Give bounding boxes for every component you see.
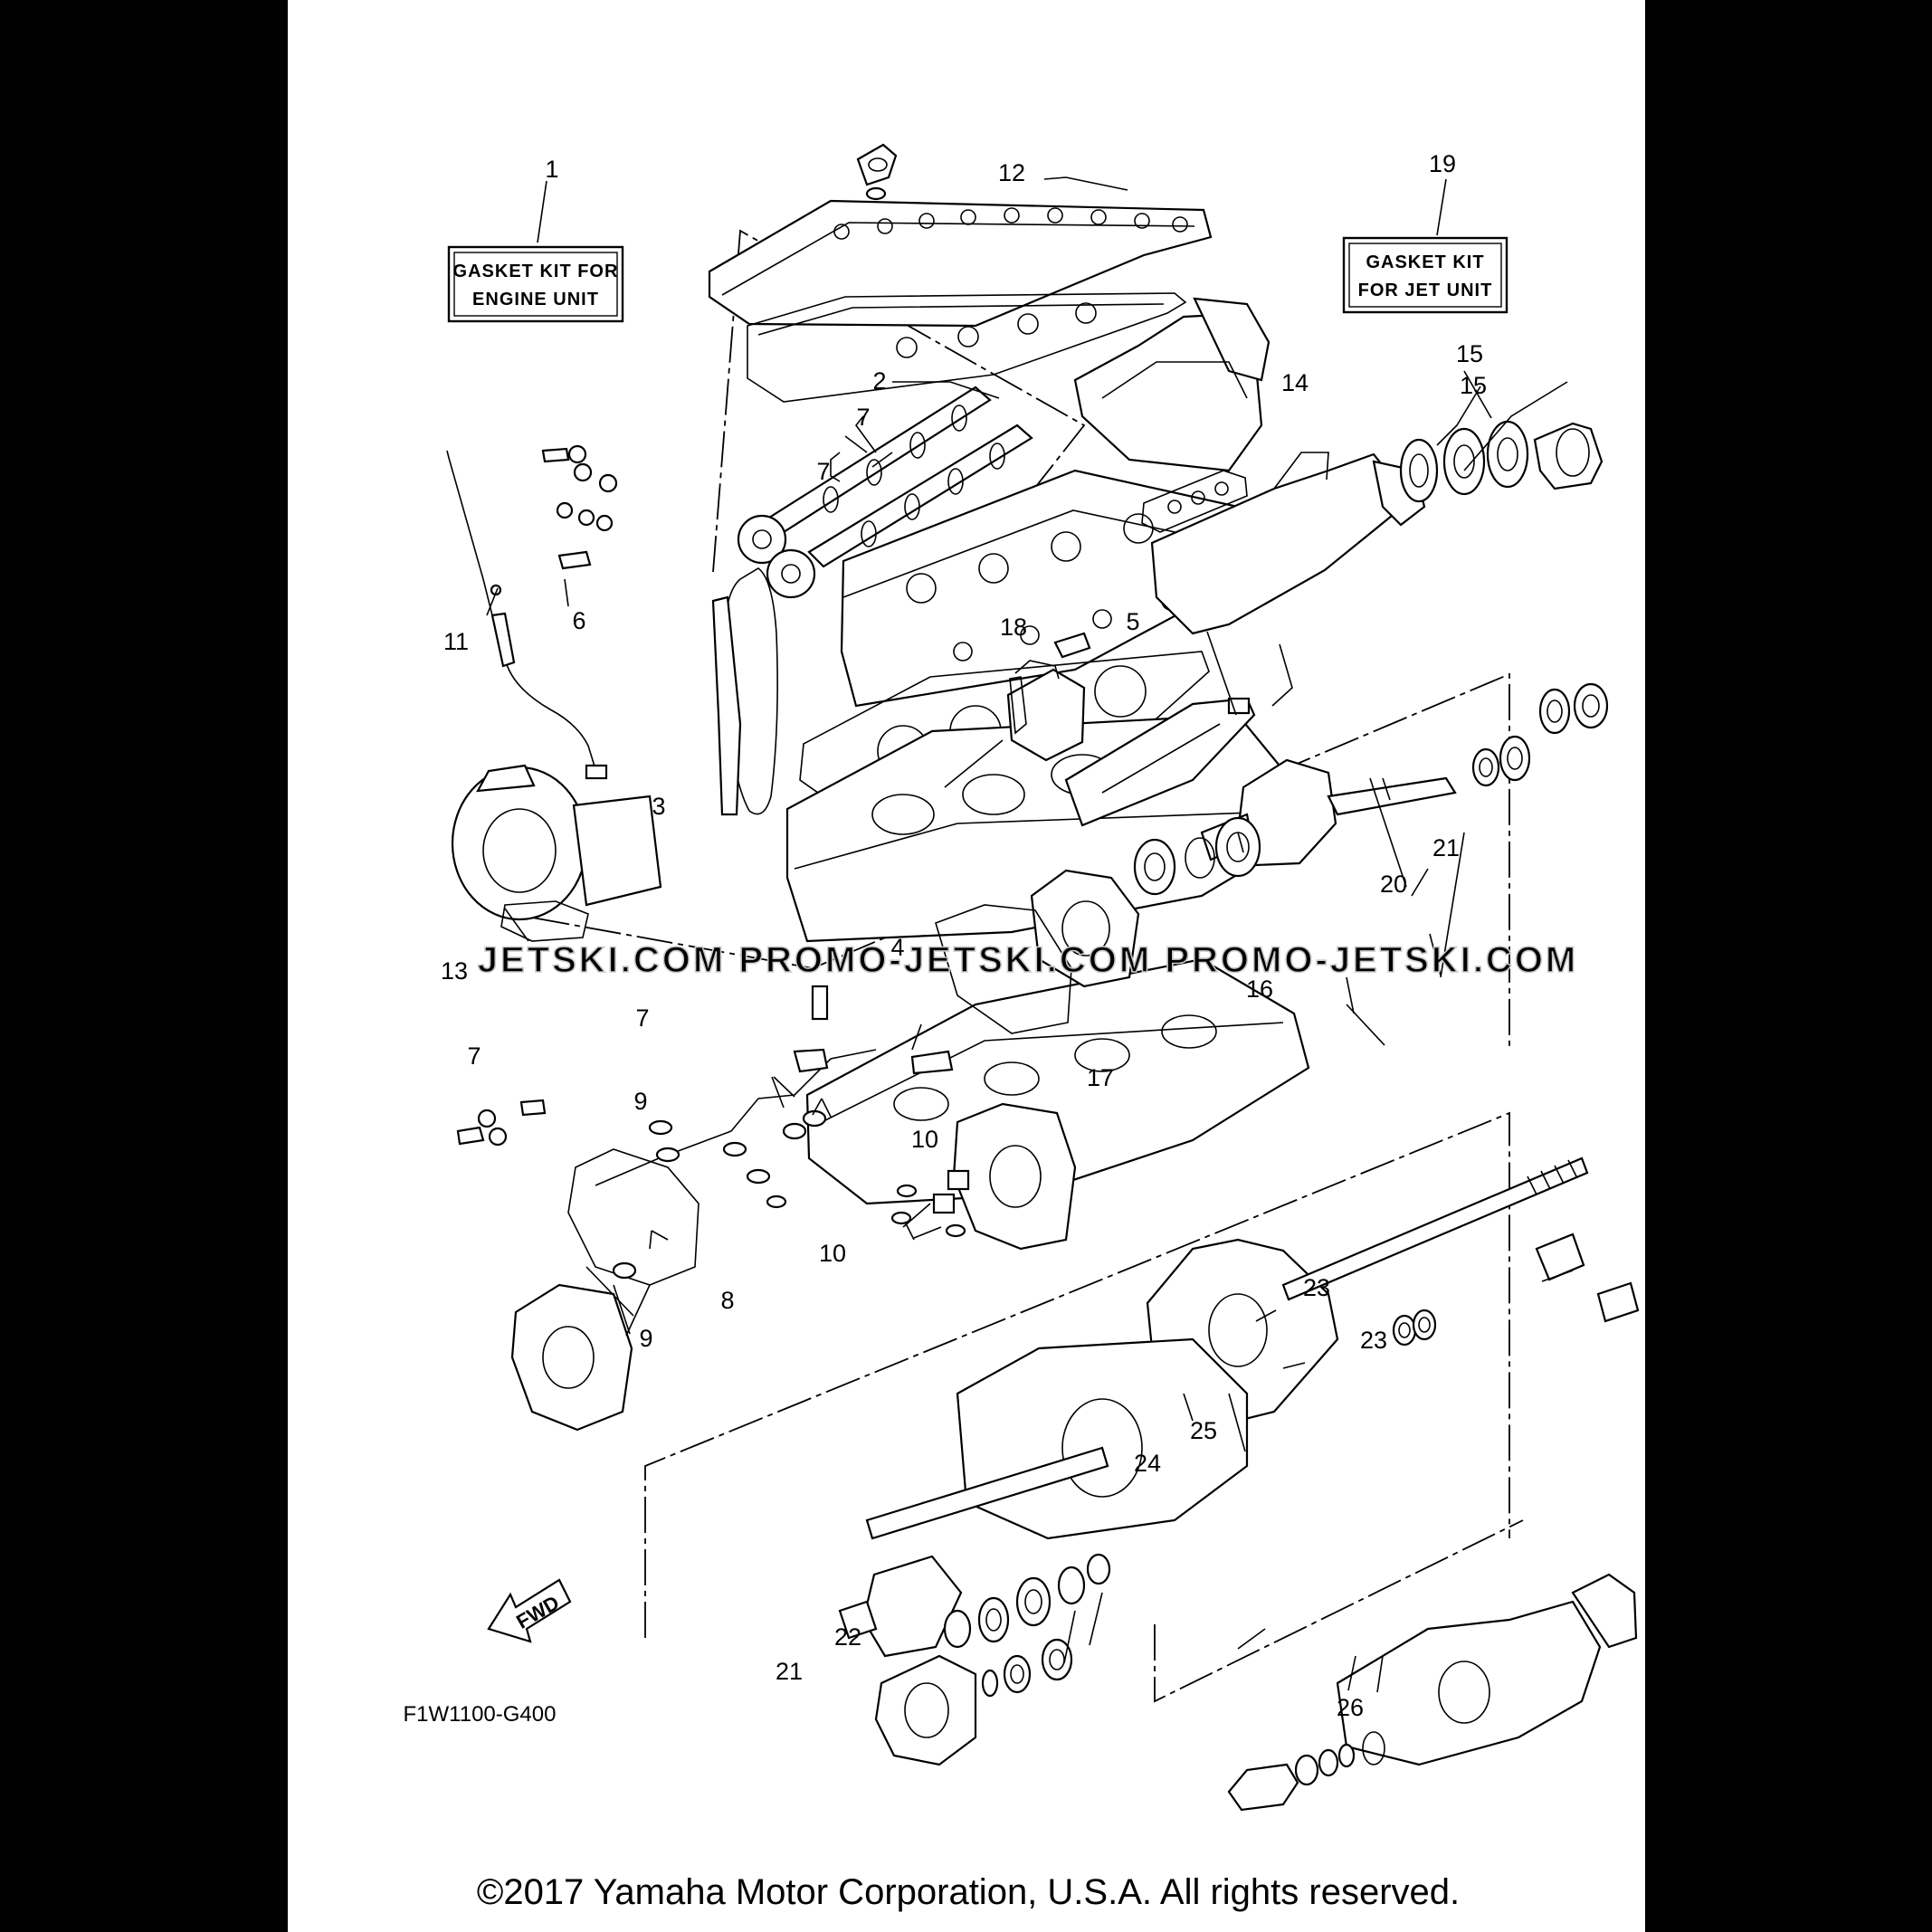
manifold-gasket xyxy=(1141,470,1248,533)
callout-7c: 7 xyxy=(635,1004,649,1032)
oil-cooler xyxy=(1064,697,1256,827)
jet-kit-line2: FOR JET UNIT xyxy=(1358,281,1493,300)
oil-filler-cap xyxy=(856,143,898,201)
phantom-lines xyxy=(511,229,1524,1703)
jet-kit-line1: GASKET KIT xyxy=(1366,252,1484,272)
callout-21b: 21 xyxy=(776,1658,803,1685)
exhaust-gaskets xyxy=(1399,420,1529,503)
callout-4: 4 xyxy=(890,934,904,961)
callout-15a: 15 xyxy=(1460,372,1487,399)
cylinder-head-cover xyxy=(708,199,1213,328)
inspection-covers xyxy=(1535,1232,1640,1323)
callout-16: 16 xyxy=(1246,976,1273,1003)
oil-pump xyxy=(510,1283,633,1432)
small-bolts-and-washers xyxy=(456,444,618,1147)
callout-10a: 10 xyxy=(911,1126,938,1153)
drive-shaft-seals xyxy=(1471,682,1609,787)
thermostat-gasket xyxy=(1009,676,1027,735)
engine-kit-line1: GASKET KIT FOR xyxy=(453,262,619,281)
front-cover-gasket xyxy=(935,904,1072,1034)
exhaust-pipe xyxy=(1150,452,1426,635)
front-cover-seal xyxy=(1133,816,1261,896)
callout-1: 1 xyxy=(545,156,558,183)
callout-7d: 7 xyxy=(467,1042,481,1070)
diagram-code: F1W1100-G400 xyxy=(404,1702,557,1727)
oil-pump-gasket xyxy=(567,1148,700,1286)
engine-kit-line2: ENGINE UNIT xyxy=(472,290,599,309)
jet-pump-shaft xyxy=(1281,1156,1589,1301)
turbo-gasket xyxy=(500,900,589,942)
callout-18: 18 xyxy=(1000,614,1027,641)
callout-24: 24 xyxy=(1134,1450,1161,1477)
callout-23a: 23 xyxy=(1303,1274,1330,1301)
callout-3: 3 xyxy=(652,793,665,820)
jet-seals xyxy=(943,1309,1437,1649)
callout-19: 19 xyxy=(1429,150,1456,177)
jet-gasket-kit-label: GASKET KIT FOR JET UNIT xyxy=(1342,236,1508,314)
callout-23b: 23 xyxy=(1360,1327,1387,1354)
water-pump-cover xyxy=(952,1102,1077,1251)
engine-gasket-kit-label: GASKET KIT FOR ENGINE UNIT xyxy=(447,245,624,323)
intermediate-housing xyxy=(838,1555,963,1658)
parts-diagram-sheet: GASKET KIT FOR ENGINE UNIT GASKET KIT FO… xyxy=(288,0,1645,1932)
camshafts xyxy=(737,385,1033,599)
forward-direction-arrow: FWD xyxy=(487,1578,572,1643)
turbocharger xyxy=(451,764,662,921)
callout-5: 5 xyxy=(1126,608,1139,635)
exhaust-manifold xyxy=(1073,297,1271,472)
callout-15b: 15 xyxy=(1456,340,1483,367)
dowel-sleeves xyxy=(890,1169,970,1238)
callout-12: 12 xyxy=(998,159,1025,186)
leader-lines xyxy=(486,176,1568,1693)
nozzle-seals xyxy=(1227,1731,1385,1812)
callout-25: 25 xyxy=(1190,1417,1217,1444)
oil-level-gauge xyxy=(446,450,608,780)
callout-numbers: 1 12 19 2 14 15 15 7 7 11 6 18 5 3 21 20… xyxy=(441,150,1487,1721)
callout-9a: 9 xyxy=(633,1088,647,1115)
nozzle-assembly xyxy=(1336,1573,1638,1766)
oil-pipe xyxy=(595,1048,954,1186)
exploded-parts-diagram: GASKET KIT FOR ENGINE UNIT GASKET KIT FO… xyxy=(404,143,1640,1912)
coupling-housing xyxy=(874,1654,977,1766)
callout-7a: 7 xyxy=(856,404,870,431)
callout-14: 14 xyxy=(1281,369,1309,396)
callout-17: 17 xyxy=(1087,1064,1114,1091)
front-cover xyxy=(1030,869,1140,988)
callout-9b: 9 xyxy=(639,1325,652,1352)
watermark: JETSKI.COM PROMO-JETSKI.COM PROMO-JETSKI… xyxy=(478,940,1579,980)
callout-21a: 21 xyxy=(1432,834,1460,861)
drive-shaft xyxy=(865,1446,1109,1540)
coupling-seals xyxy=(981,1638,1073,1698)
callout-2: 2 xyxy=(872,367,886,395)
callout-7b: 7 xyxy=(816,458,830,485)
copyright-notice: ©2017 Yamaha Motor Corporation, U.S.A. A… xyxy=(477,1872,1460,1912)
exhaust-outlet xyxy=(1533,422,1604,490)
cam-chain-and-guides xyxy=(711,567,778,816)
head-cover-gasket xyxy=(747,292,1187,403)
callout-22: 22 xyxy=(834,1623,861,1651)
callout-20: 20 xyxy=(1380,871,1407,898)
callout-26: 26 xyxy=(1337,1694,1364,1721)
callout-11: 11 xyxy=(443,628,469,655)
callout-6: 6 xyxy=(572,607,585,634)
thermostat-housing xyxy=(1006,632,1091,762)
callout-13: 13 xyxy=(441,957,468,985)
callout-10b: 10 xyxy=(819,1240,846,1267)
callout-8: 8 xyxy=(720,1287,734,1314)
